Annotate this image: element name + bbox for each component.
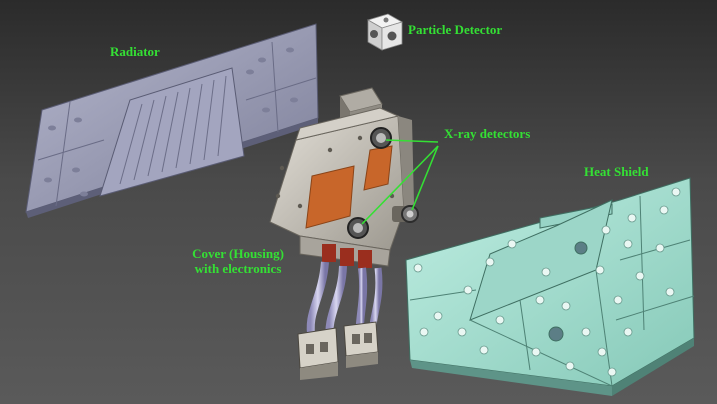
radiator-panel [25, 23, 319, 218]
heat-shield-label: Heat Shield [584, 164, 649, 179]
xray-detector-side [392, 205, 419, 223]
radiator-label: Radiator [110, 44, 160, 59]
xray-detector-upper [370, 127, 392, 149]
housing-assembly [269, 87, 414, 268]
xray-leader-lines [361, 139, 439, 225]
particle-detector-cube [366, 13, 404, 51]
heat-shield-panel [405, 177, 695, 396]
cover-housing-label-line2: with electronics [194, 261, 282, 276]
particle-detector-label: Particle Detector [408, 22, 503, 37]
connector-blocks [297, 321, 379, 380]
xray-detectors-label: X-ray detectors [444, 126, 531, 141]
cover-housing-label: Cover (Housing) with electronics [178, 246, 298, 276]
cover-housing-label-line1: Cover (Housing) [192, 246, 284, 261]
